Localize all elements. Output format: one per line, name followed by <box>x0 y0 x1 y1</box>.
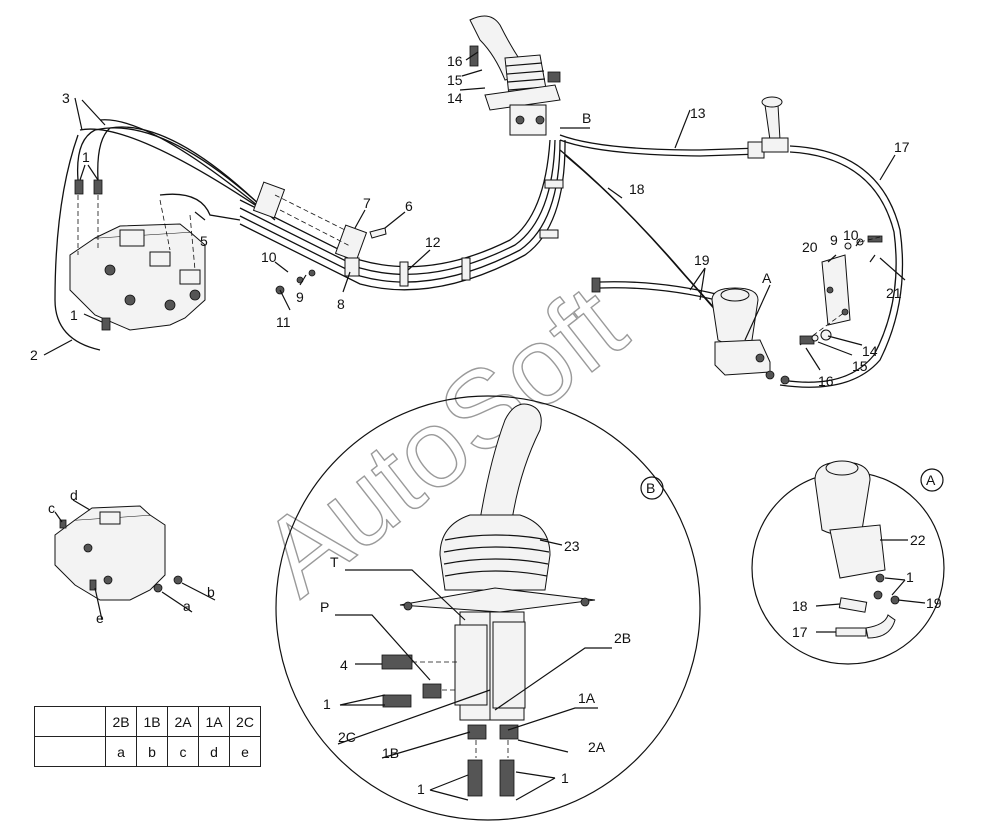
svg-text:T: T <box>330 554 339 570</box>
svg-text:a: a <box>183 598 191 614</box>
svg-text:21: 21 <box>886 285 902 301</box>
table-cell: 1B <box>136 706 168 737</box>
svg-text:14: 14 <box>447 90 463 106</box>
svg-text:18: 18 <box>792 598 808 614</box>
svg-text:e: e <box>96 610 104 626</box>
table-cell: 2B <box>105 706 137 737</box>
svg-text:1A: 1A <box>578 690 596 706</box>
svg-text:19: 19 <box>694 252 710 268</box>
svg-text:3: 3 <box>62 90 70 106</box>
svg-text:4: 4 <box>340 657 348 673</box>
svg-text:20: 20 <box>802 239 818 255</box>
svg-text:1B: 1B <box>382 745 399 761</box>
svg-text:18: 18 <box>629 181 645 197</box>
svg-text:15: 15 <box>447 72 463 88</box>
accumulator-assembly <box>711 287 790 385</box>
table-cell: d <box>198 736 230 767</box>
detail-a-view: A <box>751 460 945 665</box>
svg-text:15: 15 <box>852 358 868 374</box>
svg-text:2A: 2A <box>588 739 606 755</box>
svg-text:13: 13 <box>690 105 706 121</box>
svg-text:1: 1 <box>561 770 569 786</box>
svg-text:10: 10 <box>261 249 277 265</box>
svg-text:1: 1 <box>417 781 425 797</box>
table-cell: a <box>105 736 137 767</box>
svg-text:1: 1 <box>906 569 914 585</box>
table-row: 2B 1B 2A 1A 2C <box>34 706 261 737</box>
svg-text:17: 17 <box>792 624 808 640</box>
joystick-top <box>469 15 561 136</box>
svg-text:1: 1 <box>82 149 90 165</box>
svg-text:2C: 2C <box>338 729 356 745</box>
svg-text:17: 17 <box>894 139 910 155</box>
svg-text:16: 16 <box>447 53 463 69</box>
hose-bundle <box>239 139 566 295</box>
table-cell: b <box>136 736 168 767</box>
svg-text:2: 2 <box>30 347 38 363</box>
svg-text:23: 23 <box>564 538 580 554</box>
svg-text:12: 12 <box>425 234 441 250</box>
svg-text:A: A <box>926 472 936 488</box>
table-cell <box>34 706 106 737</box>
svg-text:c: c <box>48 500 55 516</box>
port-mapping-table: 2B 1B 2A 1A 2C a b c d e <box>34 706 261 767</box>
svg-text:1: 1 <box>323 696 331 712</box>
table-cell: 1A <box>198 706 230 737</box>
svg-text:9: 9 <box>296 289 304 305</box>
svg-text:5: 5 <box>200 233 208 249</box>
svg-text:16: 16 <box>818 373 834 389</box>
detail-b-view: B <box>275 395 701 821</box>
right-hoses <box>559 96 904 388</box>
svg-text:10: 10 <box>843 227 859 243</box>
svg-text:B: B <box>646 480 655 496</box>
table-cell <box>34 736 106 767</box>
svg-text:9: 9 <box>830 232 838 248</box>
svg-text:d: d <box>70 487 78 503</box>
table-row: a b c d e <box>34 736 261 767</box>
valve-hoses <box>54 119 276 351</box>
svg-text:P: P <box>320 599 329 615</box>
svg-text:22: 22 <box>910 532 926 548</box>
svg-text:14: 14 <box>862 343 878 359</box>
valve-port-view <box>54 505 183 601</box>
control-valve-block <box>69 179 206 331</box>
callouts-top: 16 15 14 B 13 17 18 3 1 5 7 6 12 10 9 11… <box>30 53 910 389</box>
svg-text:6: 6 <box>405 198 413 214</box>
mounting-bracket <box>799 235 883 346</box>
svg-text:B: B <box>582 110 591 126</box>
table-cell: 2A <box>167 706 199 737</box>
svg-text:8: 8 <box>337 296 345 312</box>
leader-lines <box>43 51 926 801</box>
table-cell: c <box>167 736 199 767</box>
table-cell: e <box>229 736 261 767</box>
callouts-detail-a: 22 1 18 19 17 <box>792 532 942 640</box>
svg-text:11: 11 <box>276 314 291 330</box>
svg-text:19: 19 <box>926 595 942 611</box>
svg-text:7: 7 <box>363 195 371 211</box>
svg-text:A: A <box>762 270 772 286</box>
callouts-detail-b: 23 T P 4 2B 1 1A 2C 1B 2A 1 1 <box>320 538 631 797</box>
table-cell: 2C <box>229 706 261 737</box>
svg-text:1: 1 <box>70 307 78 323</box>
callouts-valve: d c b a e <box>48 487 215 626</box>
svg-text:2B: 2B <box>614 630 631 646</box>
svg-text:b: b <box>207 584 215 600</box>
